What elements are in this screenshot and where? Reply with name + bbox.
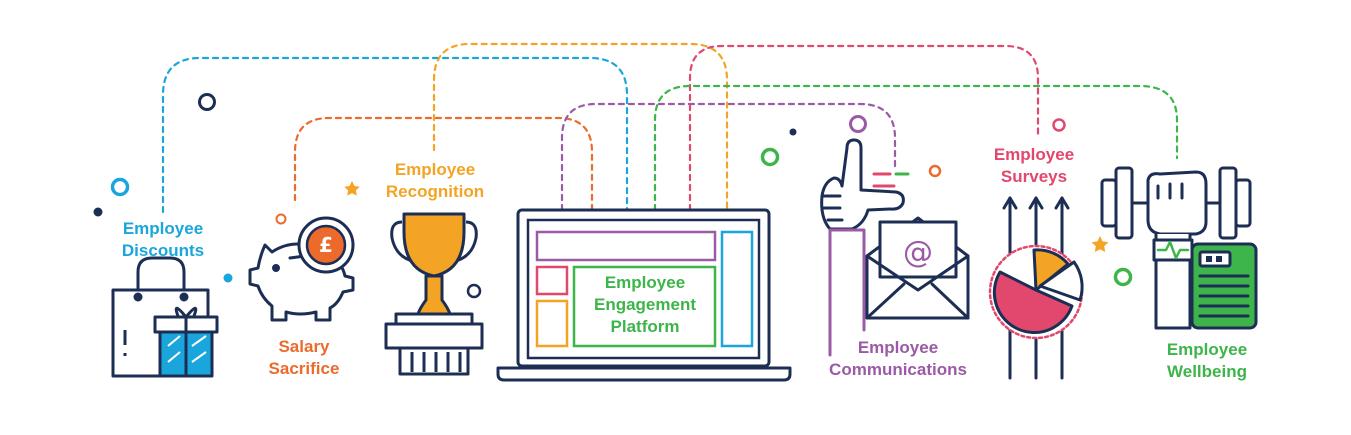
label-employee-recognition: Employee Recognition bbox=[367, 159, 503, 203]
label-salary-sacrifice: Salary Sacrifice bbox=[252, 336, 356, 380]
pie-chart-arrows-icon bbox=[988, 196, 1084, 380]
ring-decoration bbox=[849, 115, 867, 133]
label-line: Sacrifice bbox=[268, 359, 340, 378]
connector-discounts bbox=[161, 56, 629, 214]
label-line: Recognition bbox=[385, 182, 485, 201]
dot-decoration bbox=[223, 273, 233, 283]
label-engagement-platform: Employee Engagement Platform bbox=[575, 272, 715, 338]
label-line: Salary bbox=[278, 337, 330, 356]
pound-symbol: £ bbox=[319, 233, 333, 257]
dot-decoration bbox=[93, 207, 103, 217]
ring-decoration bbox=[198, 93, 216, 111]
label-line: Employee bbox=[993, 145, 1075, 164]
label-line: Discounts bbox=[121, 241, 205, 260]
connector-surveys bbox=[688, 44, 1040, 212]
label-employee-communications: Employee Communications bbox=[806, 337, 990, 381]
label-line: Communications bbox=[829, 360, 967, 379]
dumbbell-tracker-icon bbox=[1100, 166, 1258, 330]
ring-decoration bbox=[466, 283, 482, 299]
dot-decoration bbox=[789, 128, 797, 136]
label-line: Employee bbox=[1166, 340, 1248, 359]
ring-decoration bbox=[110, 177, 130, 197]
ring-decoration bbox=[1052, 118, 1066, 132]
star-decoration bbox=[1091, 236, 1109, 252]
connector-wellbeing bbox=[653, 84, 1179, 212]
label-employee-discounts: Employee Discounts bbox=[105, 218, 221, 262]
connector-communications bbox=[560, 102, 897, 212]
label-line: Employee bbox=[604, 273, 686, 292]
label-line: Wellbeing bbox=[1167, 362, 1247, 381]
connector-salary bbox=[293, 116, 594, 212]
ring-decoration bbox=[1113, 267, 1133, 287]
piggy-bank-icon bbox=[248, 216, 355, 322]
connector-recognition bbox=[432, 42, 729, 212]
label-line: Employee bbox=[394, 160, 476, 179]
label-line: Platform bbox=[610, 317, 680, 336]
decorations bbox=[93, 93, 1133, 299]
label-employee-wellbeing: Employee Wellbeing bbox=[1148, 339, 1266, 383]
label-line: Employee bbox=[122, 219, 204, 238]
ring-decoration bbox=[760, 147, 780, 167]
trophy-icon bbox=[384, 212, 484, 376]
label-line: Engagement bbox=[593, 295, 697, 314]
laptop-icon bbox=[496, 208, 792, 382]
star-decoration bbox=[344, 181, 360, 196]
hand-envelope-icon bbox=[820, 138, 970, 357]
at-symbol: @ bbox=[903, 235, 933, 270]
label-line: Surveys bbox=[1000, 167, 1068, 186]
ring-decoration bbox=[928, 164, 942, 178]
ring-decoration bbox=[275, 213, 287, 225]
shopping-bag-gift-icon bbox=[111, 256, 219, 378]
label-employee-surveys: Employee Surveys bbox=[978, 144, 1090, 188]
label-line: Employee bbox=[857, 338, 939, 357]
